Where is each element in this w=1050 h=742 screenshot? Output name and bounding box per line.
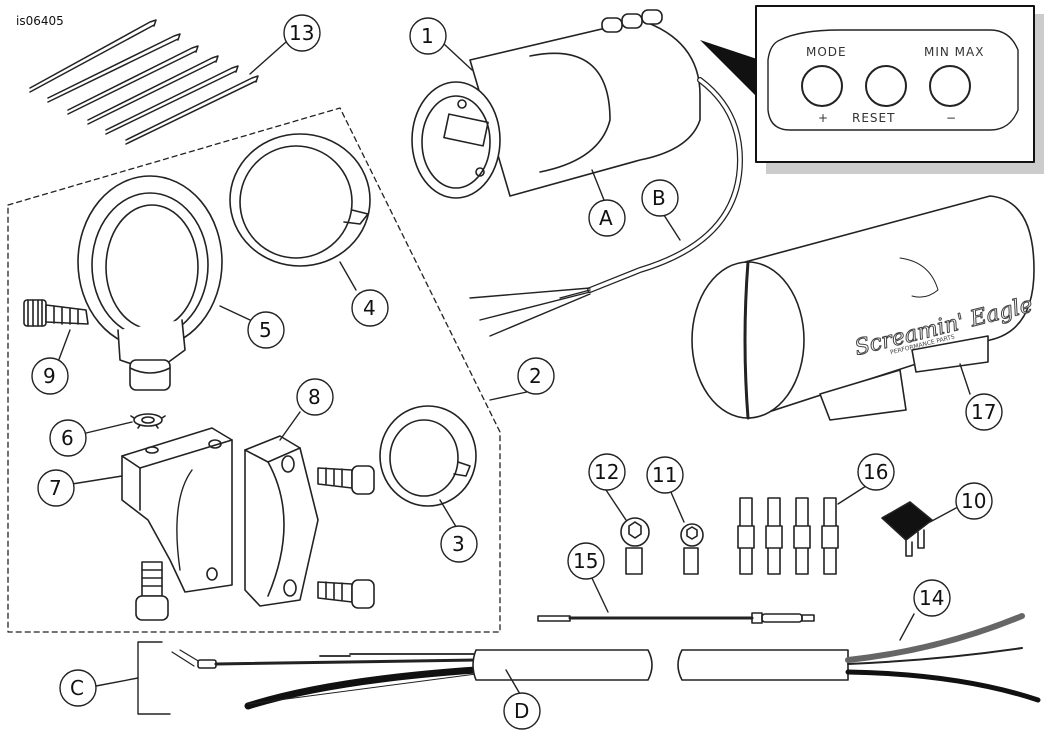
split-sleeve-4 xyxy=(229,133,371,267)
callout-11: 11 xyxy=(652,463,677,487)
ring-terminal-11 xyxy=(680,523,704,575)
reset-label: RESET xyxy=(852,111,895,125)
callout-6: 6 xyxy=(61,426,74,450)
jumper-wire-15 xyxy=(537,612,815,624)
screw-9 xyxy=(23,299,89,327)
callout-C: C xyxy=(70,676,84,700)
callout-1: 1 xyxy=(421,24,434,48)
callout-A: A xyxy=(599,206,613,230)
terminal-pins-13 xyxy=(29,19,259,145)
callout-9: 9 xyxy=(43,364,56,388)
fuse-10 xyxy=(881,501,933,557)
callout-D: D xyxy=(514,699,529,723)
gauge-1 xyxy=(411,9,701,199)
callout-2: 2 xyxy=(529,364,542,388)
callout-5: 5 xyxy=(259,318,272,342)
callout-12: 12 xyxy=(594,460,619,484)
screw-7-bottom xyxy=(135,561,169,621)
callout-8: 8 xyxy=(308,385,321,409)
split-ring-3 xyxy=(379,405,477,507)
screws-8 xyxy=(317,465,375,609)
callout-3: 3 xyxy=(452,532,465,556)
mode-label: MODE xyxy=(806,45,847,59)
clamp-7 xyxy=(121,427,233,593)
lock-washer-6 xyxy=(130,413,166,429)
callout-13: 13 xyxy=(289,21,314,45)
callout-14: 14 xyxy=(919,586,944,610)
minus-label: − xyxy=(946,111,957,125)
minmax-button xyxy=(929,65,971,107)
harness-B xyxy=(469,77,743,337)
callout-7: 7 xyxy=(49,476,62,500)
callout-4: 4 xyxy=(363,296,376,320)
callout-17: 17 xyxy=(971,400,996,424)
kit-boundary-2 xyxy=(7,107,501,633)
cover-17: Screamin' Eagle PERFORMANCE PARTS xyxy=(691,195,1036,421)
main-harness xyxy=(137,613,1041,715)
button-panel-inset: MODE + RESET MIN MAX − xyxy=(700,5,1044,174)
ring-mount-5 xyxy=(77,175,223,391)
callouts: 1 2 3 4 5 6 7 8 9 10 11 12 13 14 15 16 1… xyxy=(31,14,1003,730)
ring-terminal-12 xyxy=(620,517,650,575)
callout-16: 16 xyxy=(863,460,888,484)
butt-splices-16 xyxy=(737,497,839,575)
minmax-label: MIN MAX xyxy=(924,45,984,59)
callout-B: B xyxy=(652,186,666,210)
callout-15: 15 xyxy=(573,549,598,573)
reset-button xyxy=(865,65,907,107)
callout-10: 10 xyxy=(961,489,986,513)
figure-id: is06405 xyxy=(16,14,64,28)
mode-button xyxy=(801,65,843,107)
clamp-8 xyxy=(244,435,319,607)
plus-label: + xyxy=(818,111,829,125)
